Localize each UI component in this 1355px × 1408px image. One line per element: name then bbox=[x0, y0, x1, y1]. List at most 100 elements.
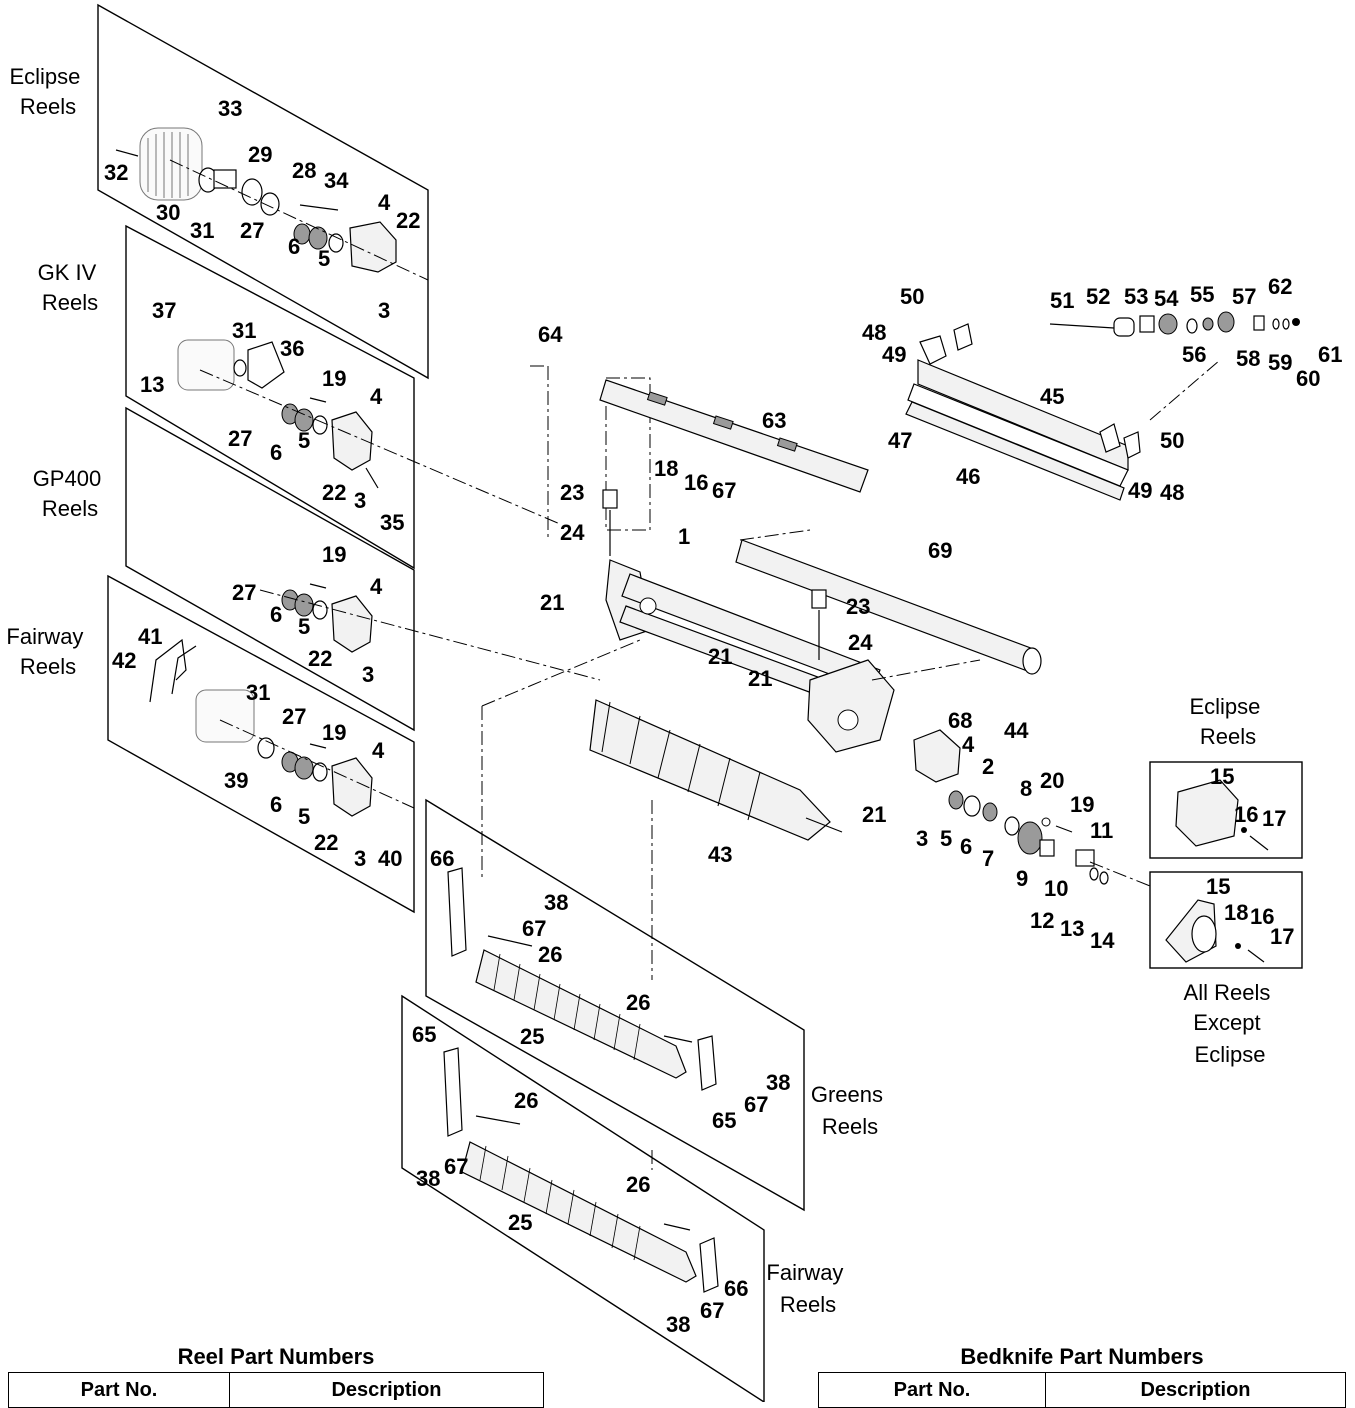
callout: 22 bbox=[396, 208, 420, 233]
callout: 27 bbox=[228, 426, 252, 451]
callout: 57 bbox=[1232, 284, 1256, 309]
eclipse-reels-panel bbox=[97, 3, 429, 380]
callout: 49 bbox=[882, 342, 906, 367]
callout: 61 bbox=[1318, 342, 1342, 367]
callout: 16 bbox=[684, 470, 708, 495]
eclipse-reels-right-label: Eclipse Reels bbox=[1189, 694, 1266, 749]
callout: 23 bbox=[846, 594, 870, 619]
callout: 25 bbox=[508, 1210, 532, 1235]
eclipse-cap-box bbox=[1149, 761, 1303, 859]
callout: 5 bbox=[940, 826, 952, 851]
callout: 3 bbox=[362, 662, 374, 687]
callout: 27 bbox=[240, 218, 264, 243]
fairway-reels-panel bbox=[107, 574, 415, 914]
callout: 21 bbox=[708, 644, 732, 669]
callout: 26 bbox=[514, 1088, 538, 1113]
callout: 49 bbox=[1128, 478, 1152, 503]
callout: 40 bbox=[378, 846, 402, 871]
callout: 55 bbox=[1190, 282, 1214, 307]
callout: 37 bbox=[152, 298, 176, 323]
callout: 21 bbox=[540, 590, 564, 615]
gk-iv-reels-label: GK IV Reels bbox=[38, 260, 103, 315]
callout: 6 bbox=[270, 792, 282, 817]
callout: 31 bbox=[232, 318, 256, 343]
callout: 54 bbox=[1154, 286, 1179, 311]
callout: 38 bbox=[666, 1312, 690, 1337]
callout: 66 bbox=[430, 846, 454, 871]
callout: 29 bbox=[248, 142, 272, 167]
callout: 22 bbox=[314, 830, 338, 855]
callout: 21 bbox=[748, 666, 772, 691]
callout: 23 bbox=[560, 480, 584, 505]
callout: 18 bbox=[654, 456, 678, 481]
callout: 38 bbox=[544, 890, 568, 915]
callout: 3 bbox=[354, 488, 366, 513]
all-reels-except-eclipse-label: All Reels Except Eclipse bbox=[1184, 980, 1277, 1067]
callout: 67 bbox=[744, 1092, 768, 1117]
bedknife-part-no-header: Part No. bbox=[818, 1372, 1046, 1408]
callout: 25 bbox=[520, 1024, 544, 1049]
bedknife-part-numbers-table: Part No. Description bbox=[818, 1372, 1346, 1408]
callout: 19 bbox=[322, 720, 346, 745]
callout: 38 bbox=[416, 1166, 440, 1191]
callout: 4 bbox=[962, 732, 975, 757]
callout: 52 bbox=[1086, 284, 1110, 309]
callout: 4 bbox=[370, 384, 383, 409]
callout: 43 bbox=[708, 842, 732, 867]
bedknife-description-header: Description bbox=[1045, 1372, 1346, 1408]
callout: 65 bbox=[412, 1022, 436, 1047]
callout: 31 bbox=[190, 218, 214, 243]
callout: 28 bbox=[292, 158, 316, 183]
callout: 15 bbox=[1206, 874, 1230, 899]
reel-description-header: Description bbox=[229, 1372, 544, 1408]
callout: 6 bbox=[288, 234, 300, 259]
callout: 21 bbox=[862, 802, 886, 827]
callout: 9 bbox=[1016, 866, 1028, 891]
callout: 35 bbox=[380, 510, 404, 535]
callout: 63 bbox=[762, 408, 786, 433]
callout: 46 bbox=[956, 464, 980, 489]
callout: 19 bbox=[1070, 792, 1094, 817]
callout: 10 bbox=[1044, 876, 1068, 901]
bedknife-assembly bbox=[905, 311, 1300, 501]
callout: 56 bbox=[1182, 342, 1206, 367]
callout: 39 bbox=[224, 768, 248, 793]
callout: 27 bbox=[282, 704, 306, 729]
callout: 17 bbox=[1262, 806, 1286, 831]
callout: 5 bbox=[298, 428, 310, 453]
callout: 68 bbox=[948, 708, 972, 733]
bedknife-part-numbers-title: Bedknife Part Numbers bbox=[960, 1344, 1204, 1369]
callout: 8 bbox=[1020, 776, 1032, 801]
fairway-roller-panel bbox=[401, 994, 765, 1402]
callout: 65 bbox=[712, 1108, 736, 1133]
callout: 41 bbox=[138, 624, 162, 649]
callout: 6 bbox=[270, 602, 282, 627]
eclipse-reels-label: Eclipse Reels bbox=[9, 64, 86, 119]
callout: 24 bbox=[848, 630, 873, 655]
callout: 58 bbox=[1236, 346, 1260, 371]
callout: 67 bbox=[444, 1154, 468, 1179]
callout: 19 bbox=[322, 366, 346, 391]
callout: 7 bbox=[982, 846, 994, 871]
callout: 48 bbox=[1160, 480, 1184, 505]
callout: 2 bbox=[982, 754, 994, 779]
callout: 5 bbox=[298, 614, 310, 639]
callout: 50 bbox=[1160, 428, 1184, 453]
callout: 69 bbox=[928, 538, 952, 563]
callout: 19 bbox=[322, 542, 346, 567]
callout: 11 bbox=[1090, 818, 1113, 843]
callout: 5 bbox=[318, 246, 330, 271]
reel-part-numbers-title: Reel Part Numbers bbox=[177, 1344, 375, 1369]
callout: 67 bbox=[712, 478, 736, 503]
gp400-reels-label: GP400 Reels bbox=[33, 466, 108, 521]
gk-iv-reels-panel bbox=[125, 224, 561, 570]
callout: 3 bbox=[916, 826, 928, 851]
callout: 26 bbox=[626, 990, 650, 1015]
callout: 4 bbox=[372, 738, 385, 763]
callout: 16 bbox=[1234, 802, 1258, 827]
callout: 18 bbox=[1224, 900, 1248, 925]
callout: 30 bbox=[156, 200, 180, 225]
callout: 14 bbox=[1090, 928, 1115, 953]
callout: 44 bbox=[1004, 718, 1029, 743]
